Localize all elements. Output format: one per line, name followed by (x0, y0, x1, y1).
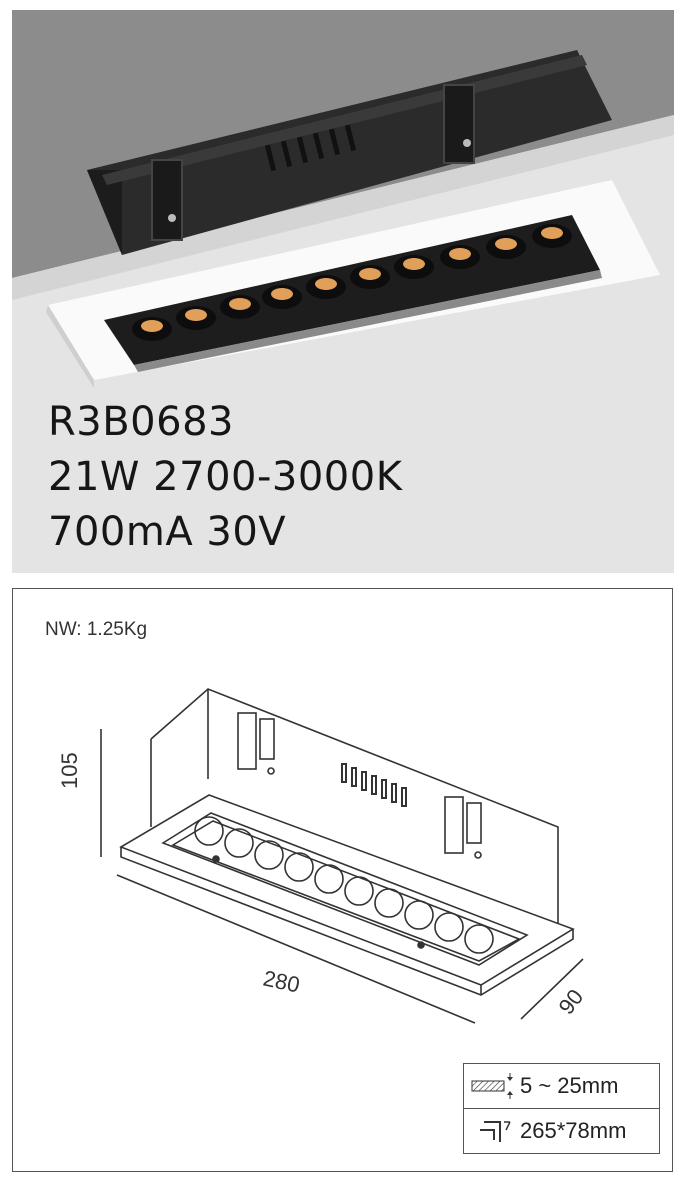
power-cct: 21W 2700-3000K (48, 454, 403, 500)
height-dimension: 105 (57, 752, 82, 789)
ceiling-thickness-row: 5 ~ 25mm (464, 1064, 659, 1108)
product-spec-text: R3B0683 21W 2700-3000K 700mA 30V (48, 395, 402, 560)
product-photo-panel: R3B0683 21W 2700-3000K 700mA 30V (12, 10, 674, 573)
led-array (132, 224, 572, 341)
current-voltage: 700mA 30V (48, 509, 287, 555)
ceiling-thickness-value: 5 ~ 25mm (520, 1073, 619, 1098)
cutout-value: 265*78mm (520, 1118, 627, 1143)
cutout-row: 265*78mm (464, 1108, 659, 1153)
net-weight: NW: 1.25Kg (45, 619, 148, 640)
technical-drawing-panel: NW: 1.25Kg (12, 588, 673, 1172)
model-number: R3B0683 (48, 399, 234, 445)
product-photo (12, 10, 674, 573)
dimension-drawing (100, 688, 584, 1024)
ceiling-thickness-icon (471, 1073, 513, 1099)
installation-spec-table: 5 ~ 25mm 265*78mm (463, 1063, 660, 1154)
cutout-icon (480, 1121, 511, 1142)
